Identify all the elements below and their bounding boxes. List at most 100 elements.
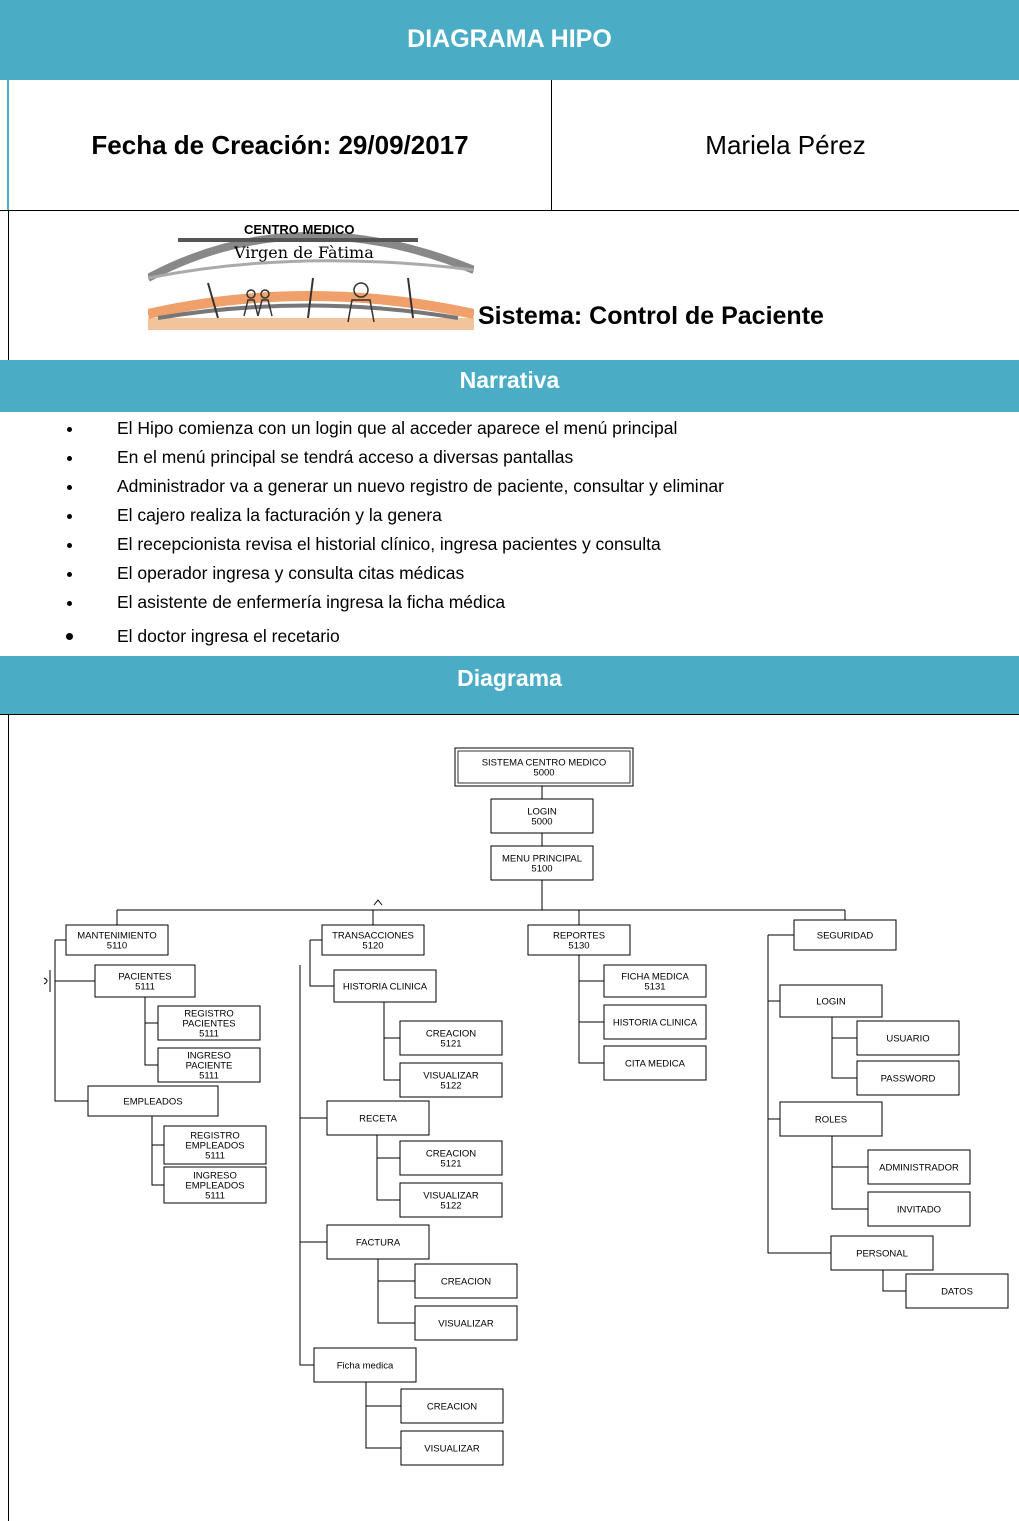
diagram-node-label: 5000 xyxy=(531,817,552,828)
bullet-icon xyxy=(67,572,72,577)
diagram-node-rep-cita: CITA MEDICA xyxy=(603,1045,707,1081)
bullet-icon xyxy=(67,456,72,461)
diagram-node-label: EMPLEADOS xyxy=(185,1181,244,1192)
connector-line xyxy=(365,1382,401,1449)
diagram-node-label: FICHA MEDICA xyxy=(621,972,689,983)
diagram-node-label: 5111 xyxy=(205,1191,225,1202)
diagram-node-label: 5121 xyxy=(440,1159,461,1170)
diagram-node-label: 5111 xyxy=(199,1029,219,1040)
diagram-node-label: ADMINISTRADOR xyxy=(879,1163,959,1174)
diagram-node-label: 5111 xyxy=(205,1151,225,1162)
diagram-node-label: PERSONAL xyxy=(856,1249,908,1260)
connector-line xyxy=(831,1017,857,1079)
diagram-node-label: VISUALIZAR xyxy=(438,1319,494,1330)
connector-line xyxy=(309,940,334,987)
bullet-icon xyxy=(67,485,72,490)
connector-line xyxy=(578,955,604,1064)
divider xyxy=(0,714,1019,715)
diagram-node-hist: HISTORIA CLINICA xyxy=(333,969,437,1003)
diagram-node-label: PASSWORD xyxy=(881,1074,936,1085)
diagram-node-label: SISTEMA CENTRO MEDICO xyxy=(482,758,607,769)
diagram-node-label: INGRESO xyxy=(187,1051,231,1062)
diagram-node-datos: DATOS xyxy=(905,1273,1009,1309)
connector-line xyxy=(54,940,88,1102)
diagram-node-label: REGISTRO xyxy=(184,1009,234,1020)
diagram-node-password: PASSWORD xyxy=(856,1060,960,1096)
diagram-node-label: LOGIN xyxy=(527,807,557,818)
diagram-node-label: 5130 xyxy=(568,941,589,952)
diagram-node-label: FACTURA xyxy=(356,1238,401,1249)
system-name: Sistema: Control de Paciente xyxy=(478,302,824,330)
connector-line xyxy=(882,1270,906,1292)
connector-line xyxy=(144,997,158,1066)
divider xyxy=(8,714,9,1521)
diagram-node-label: 5111 xyxy=(135,982,155,993)
diagram-node-label: 5122 xyxy=(440,1081,461,1092)
diagram-node-label: VISUALIZAR xyxy=(423,1071,479,1082)
diagram-node-label: 5120 xyxy=(362,941,383,952)
bullet-icon xyxy=(67,543,72,548)
diagram-node-factura: FACTURA xyxy=(326,1224,430,1260)
diagram-node-rep-hist: HISTORIA CLINICA xyxy=(603,1004,707,1040)
connector-line xyxy=(383,1002,400,1081)
diagram-node-label: 5121 xyxy=(440,1039,461,1050)
logo-line2: Virgen de Fàtima xyxy=(233,243,374,262)
diagram-node-label: 5122 xyxy=(440,1201,461,1212)
diagram-node-seg-login: LOGIN xyxy=(779,984,883,1018)
diagram-node-receta: RECETA xyxy=(326,1100,430,1136)
diagram-node-label: 5131 xyxy=(644,982,665,993)
divider xyxy=(8,210,9,360)
section-narrativa-title: Narrativa xyxy=(0,360,1019,412)
diagram-node-label: EMPLEADOS xyxy=(123,1097,182,1108)
diagram-node-fic-vis: VISUALIZAR xyxy=(400,1430,504,1466)
diagram-node-label: USUARIO xyxy=(886,1034,929,1045)
diagram-node-label: 5110 xyxy=(107,941,127,952)
diagram-node-label: 5000 xyxy=(533,768,554,779)
arrow-icon xyxy=(373,899,383,906)
divider xyxy=(7,80,9,210)
diagram-node-label: SEGURIDAD xyxy=(817,931,874,942)
page-title: DIAGRAMA HIPO xyxy=(0,0,1019,80)
diagram-node-label: 5111 xyxy=(199,1071,219,1082)
diagram-node-label: ROLES xyxy=(815,1115,847,1126)
diagram-node-label: CREACION xyxy=(426,1029,476,1040)
diagram-node-label: PACIENTES xyxy=(182,1019,235,1030)
bullet-icon xyxy=(67,427,72,432)
divider xyxy=(0,210,1019,211)
brace-icon xyxy=(43,970,51,992)
diagram-node-fic-crea: CREACION xyxy=(400,1388,504,1424)
creation-date: Fecha de Creación: 29/09/2017 xyxy=(91,129,469,160)
diagram-node-label: DATOS xyxy=(941,1287,973,1298)
diagram-node-fac-vis: VISUALIZAR xyxy=(414,1305,518,1341)
diagram-node-roles: ROLES xyxy=(779,1101,883,1137)
diagram-node-personal: PERSONAL xyxy=(830,1235,934,1271)
clinic-logo: CENTRO MEDICO Virgen de Fàtima xyxy=(148,222,474,330)
diagram-node-ficha: Ficha medica xyxy=(313,1347,417,1383)
diagram-node-label: LOGIN xyxy=(816,997,846,1008)
diagram-node-label: CREACION xyxy=(426,1149,476,1160)
diagram-node-invitado: INVITADO xyxy=(867,1191,971,1227)
diagram-node-label: HISTORIA CLINICA xyxy=(343,982,428,993)
diagram-node-label: VISUALIZAR xyxy=(424,1444,480,1455)
section-diagrama-title: Diagrama xyxy=(0,656,1019,714)
diagram-node-label: INGRESO xyxy=(193,1171,237,1182)
connector-line xyxy=(831,1136,868,1210)
bullet-icon xyxy=(67,601,72,606)
diagram-node-label: REGISTRO xyxy=(190,1131,240,1142)
